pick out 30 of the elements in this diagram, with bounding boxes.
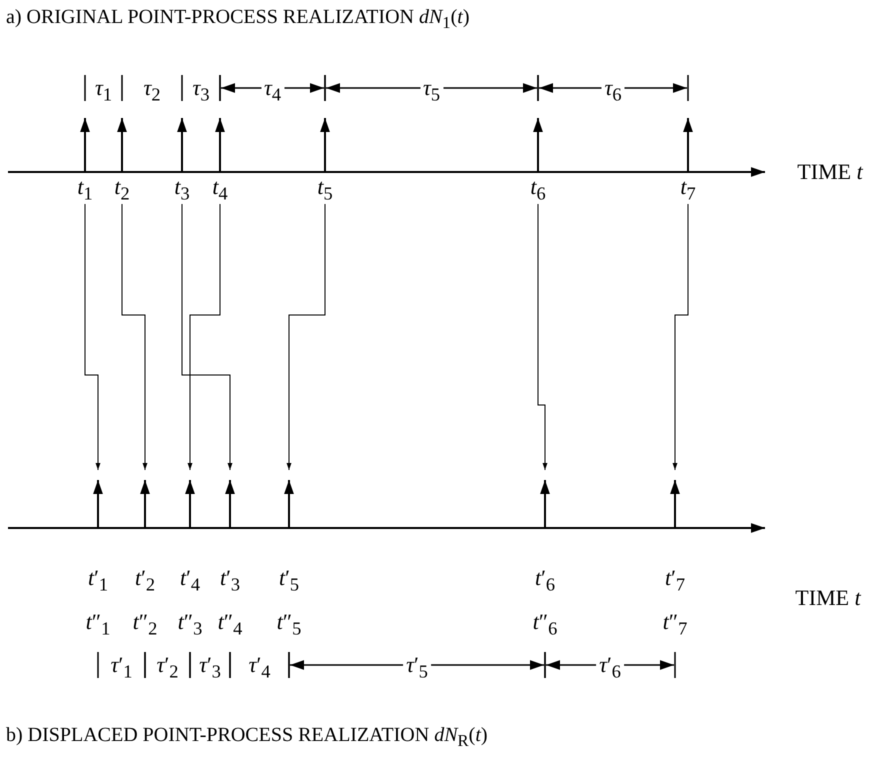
time-label: t″$_{2}$ [132,609,158,640]
time-label: t″$_{3}$ [176,609,204,640]
time-label: t″$_{7}$ [662,609,688,640]
time-label: t$_{1}$ [76,174,94,206]
displacement-arrow [538,204,548,470]
displacement-arrow [286,204,326,470]
time-label: t′$_{5}$ [278,565,300,596]
displacement-arrow [672,204,688,470]
time-label: t′$_{6}$ [534,565,556,596]
time-label: t′$_{4}$ [178,565,202,596]
time-label: t′$_{2}$ [134,565,156,596]
displacement-arrow [122,204,148,470]
time-label: t$_{7}$ [679,174,697,206]
displacement-arrow [182,204,232,470]
time-label: t$_{5}$ [316,174,334,206]
displacement-arrow [84,204,100,470]
time-label: t″$_{4}$ [216,609,244,640]
time-label: t′$_{7}$ [664,565,686,596]
time-label: t″$_{5}$ [276,609,302,640]
time-label: t″$_{1}$ [84,609,112,640]
panel-title: a) ORIGINAL POINT-PROCESS REALIZATION dN$_{1}$(t) [6,6,470,33]
panel-caption: b) DISPLACED POINT-PROCESS REALIZATION dN$_{R}$(t) [6,724,488,751]
time-label: t$_{4}$ [211,174,229,206]
time-label: t$_{3}$ [173,174,191,206]
time-label: t″$_{6}$ [532,609,558,640]
time-label: t$_{2}$ [113,174,131,206]
time-label: t$_{6}$ [529,174,547,206]
displacement-arrow [188,204,220,470]
time-label: t′$_{1}$ [86,565,110,596]
time-label: t′$_{3}$ [218,565,242,596]
